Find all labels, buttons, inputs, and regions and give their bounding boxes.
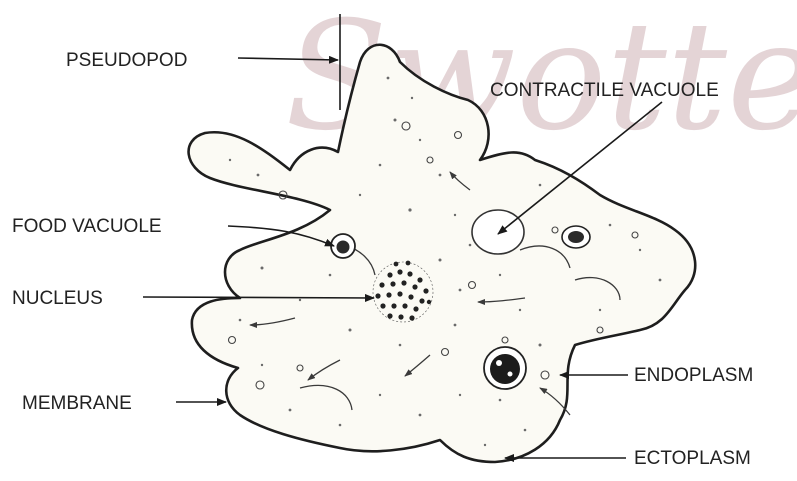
contractile-vacuole — [472, 210, 524, 254]
food-vacuole — [562, 226, 590, 248]
label-food-vacuole: FOOD VACUOLE — [12, 216, 162, 237]
food-vacuole — [331, 234, 355, 258]
label-nucleus: NUCLEUS — [12, 288, 103, 309]
label-endoplasm: ENDOPLASM — [634, 365, 753, 386]
pointer-nucleus — [143, 297, 374, 298]
label-contractile-vacuole: CONTRACTILE VACUOLE — [490, 80, 719, 101]
food-vacuole — [484, 347, 526, 389]
label-membrane: MEMBRANE — [22, 393, 132, 414]
label-pseudopod: PSEUDOPOD — [66, 50, 187, 71]
label-ectoplasm: ECTOPLASM — [634, 448, 751, 469]
